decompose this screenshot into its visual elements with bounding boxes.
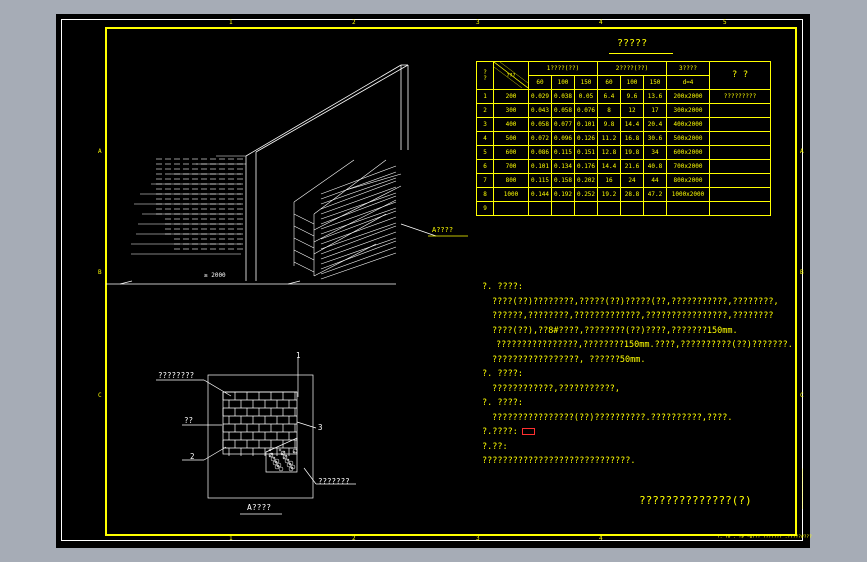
drawing-title: ?????: [617, 38, 648, 49]
row-tick-right-b: B: [800, 269, 804, 276]
spec-table-cell: ?????????: [709, 89, 771, 104]
row-tick-right-c: C: [800, 392, 804, 399]
notes-line: ????(??),??8#????,????????(??)????,?????…: [492, 325, 738, 336]
spec-table-cell: [709, 201, 771, 216]
title-underline: [609, 53, 673, 54]
notes-heading-4: ?.????:: [482, 425, 792, 440]
drawing-border: [105, 27, 797, 536]
dimension-label: ≥ 2000: [204, 272, 226, 279]
notes-line: ????(??)????????,?????(??)?????(??,?????…: [492, 296, 779, 307]
detail-title: A????: [247, 503, 272, 512]
notes-line: ?????????????????, ??????50mm.: [492, 354, 646, 365]
red-marker-icon: [521, 428, 535, 435]
column-tick-3: 3: [476, 19, 480, 26]
callout-mid-left: ??: [184, 416, 194, 425]
column-tick-bottom-4: 4: [599, 535, 603, 542]
row-tick-a: A: [98, 148, 102, 155]
notes-line: ?????????????????????????????.: [482, 456, 636, 466]
notes-line: ??????,????????,?????????????,??????????…: [492, 311, 774, 321]
notes-line: ????????????,???????????,: [492, 383, 620, 394]
outer-frame: [61, 19, 803, 541]
column-tick-4: 4: [599, 19, 603, 26]
notes-line: ????????????????(??)??????????.?????????…: [492, 412, 733, 423]
column-tick-bottom-3: 3: [476, 535, 480, 542]
title-block-text: ?. ?# . ?# -0??? ??????? .?????#???: [717, 535, 812, 540]
notes-heading-1: ?. ????:: [482, 282, 523, 292]
callout-2: 2: [190, 452, 195, 461]
notes-heading-5: ?.??:: [482, 441, 508, 452]
column-tick-2: 2: [352, 19, 356, 26]
row-tick-right-a: A: [800, 148, 804, 155]
notes-line: ????????????????,????????150mm.????,????…: [496, 340, 793, 350]
spec-table-row: 9: [476, 201, 771, 216]
callout-3: 3: [318, 423, 323, 432]
cad-drawing-canvas: 1 2 3 4 5 1 2 3 4 A B C A B C ????? ? ? …: [56, 14, 812, 548]
sheet-title: ??????????????(?): [639, 494, 752, 507]
callout-bottom-right: ???????: [318, 477, 350, 486]
notes-heading-3: ?. ????:: [482, 398, 523, 408]
callout-top-left: ????????: [158, 371, 195, 380]
column-tick-1: 1: [229, 19, 233, 26]
callout-1: 1: [296, 351, 301, 360]
detail-section-view: [156, 357, 356, 515]
column-tick-bottom-1: 1: [229, 535, 233, 542]
diagonal-hatch-icon: [494, 62, 528, 88]
row-tick-b: B: [98, 269, 102, 276]
section-a-label: A????: [432, 226, 454, 234]
sub-header-d: d=4: [666, 75, 710, 90]
spec-table: ? ? ??? 1????(??) 2????(??) 3???? ? ? 60…: [476, 61, 771, 216]
row-tick-c: C: [98, 392, 102, 399]
column-tick-bottom-2: 2: [352, 535, 356, 542]
notes-heading-2: ?. ????:: [482, 369, 523, 379]
header-diagonal: ???: [493, 61, 529, 90]
column-tick-5: 5: [723, 19, 727, 26]
side-block-marks: ||||||||||: [801, 468, 804, 509]
isometric-view: [106, 64, 468, 285]
construction-notes: ?. ????: ????(??)????????,?????(??)?????…: [482, 280, 793, 469]
